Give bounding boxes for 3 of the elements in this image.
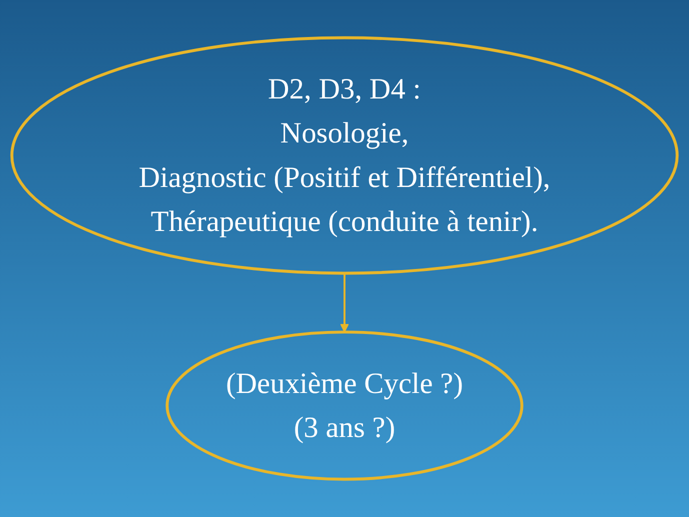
node-ellipse: (Deuxième Cycle ?) (3 ans ?)	[166, 330, 524, 481]
arrow	[340, 273, 349, 332]
node-ellipse: D2, D3, D4 : Nosologie, Diagnostic (Positif et Différentiel), Thérapeutique (conduite à tenir).	[10, 36, 679, 275]
